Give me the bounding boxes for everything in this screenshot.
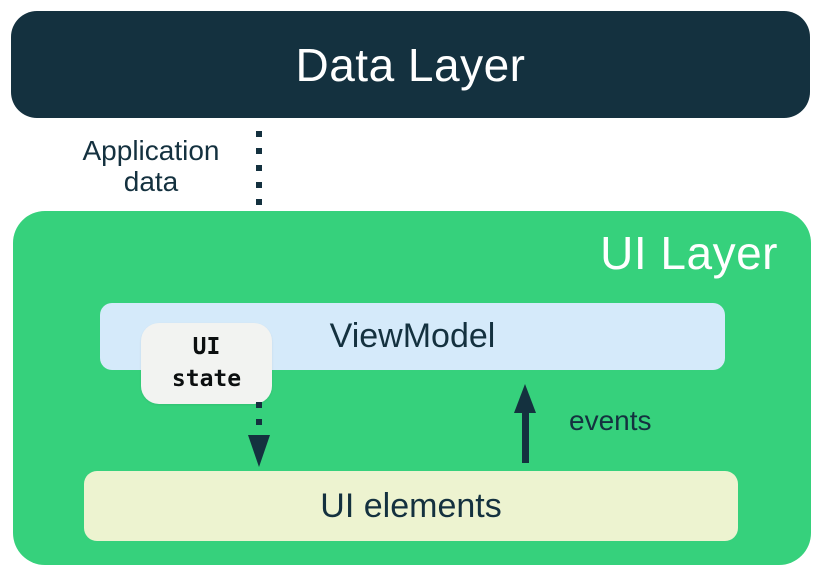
ui-state-badge-line2: state bbox=[171, 365, 242, 392]
viewmodel-label: ViewModel bbox=[329, 317, 496, 355]
ui-state-arrowhead-icon bbox=[248, 435, 270, 467]
ui-state-badge-line1: UI bbox=[192, 334, 221, 361]
ui-elements-label: UI elements bbox=[320, 486, 502, 525]
events-arrowhead-icon bbox=[514, 384, 536, 413]
application-data-label-line1: Application bbox=[82, 135, 220, 166]
ui-state-arrow-line bbox=[256, 402, 262, 438]
events-label: events bbox=[569, 405, 652, 436]
ui-state-badge: UI state bbox=[141, 323, 272, 404]
application-data-label: Application data bbox=[58, 135, 244, 198]
data-layer-box: Data Layer bbox=[11, 11, 810, 118]
application-data-label-line2: data bbox=[123, 166, 179, 198]
ui-elements-box: UI elements bbox=[84, 471, 738, 541]
events-arrow-line bbox=[522, 406, 529, 463]
data-layer-label: Data Layer bbox=[295, 38, 526, 91]
ui-layer-label: UI Layer bbox=[600, 227, 778, 279]
application-data-arrow-line bbox=[256, 131, 262, 265]
